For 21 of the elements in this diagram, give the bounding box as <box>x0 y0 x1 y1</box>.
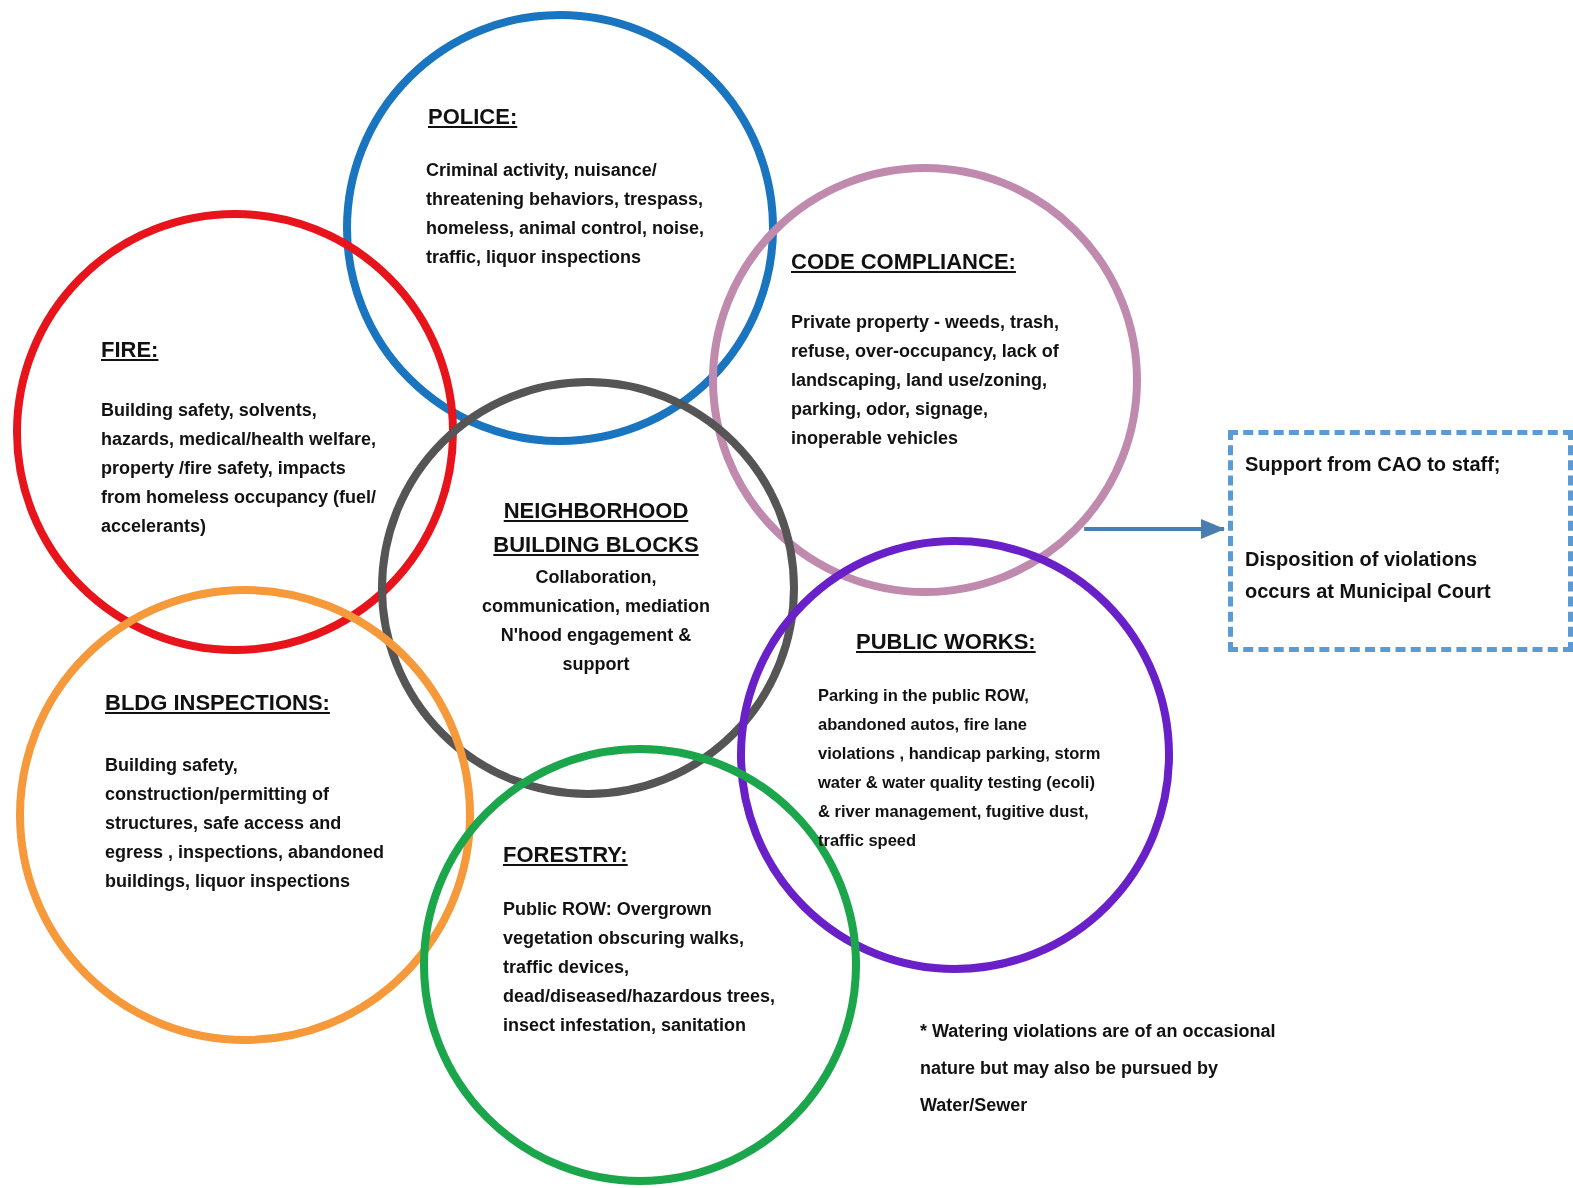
node-heading: CODE COMPLIANCE: <box>791 248 1017 276</box>
node-text: Building safety, construction/permitting of structures, safe access and egress , inspections, abandoned buildings, liquor inspections <box>105 754 386 893</box>
node-heading: FORESTRY: <box>503 841 629 869</box>
note-text: * Watering violations are of an occasional nature but may also be pursued by Water/Sewer <box>920 1020 1277 1117</box>
node-text: Public ROW: Overgrown vegetation obscuring walks, traffic devices, dead/diseased/hazardous trees, insect infestation, sanitation <box>503 898 777 1037</box>
dashed-box <box>1228 430 1573 652</box>
node-text: Disposition of violations occurs at Municipal Court <box>1245 547 1492 604</box>
arrow <box>1084 519 1225 539</box>
circle-node <box>16 586 474 1044</box>
node-text: Building safety, solvents, hazards, medical/health welfare, property /fire safety, impacts from homeless occupancy (fuel/ accelerants) <box>101 399 378 538</box>
node-text: Support from CAO to staff; <box>1245 452 1502 477</box>
node-heading: POLICE: <box>428 103 519 131</box>
node-text: Criminal activity, nuisance/ threatening behaviors, trespass, homeless, animal control, noise, traffic, liquor inspections <box>426 159 706 269</box>
node-heading: FIRE: <box>101 336 160 364</box>
node-heading: NEIGHBORHOOD BUILDING BLOCKS <box>492 497 700 559</box>
circle-node <box>709 164 1141 596</box>
node-text: Parking in the public ROW, abandoned autos, fire lane violations , handicap parking, storm water & water quality testing (ecoli) & river management, fugitive dust, traffic speed <box>818 685 1102 851</box>
node-heading: BLDG INSPECTIONS: <box>105 689 331 717</box>
node-text: Collaboration, communication, mediation N'hood engagement & support <box>481 566 711 676</box>
node-heading: PUBLIC WORKS: <box>856 628 1037 656</box>
node-text: Private property - weeds, trash, refuse, over-occupancy, lack of landscaping, land use/zoning, parking, odor, signage, inoperable vehicles <box>791 311 1061 450</box>
